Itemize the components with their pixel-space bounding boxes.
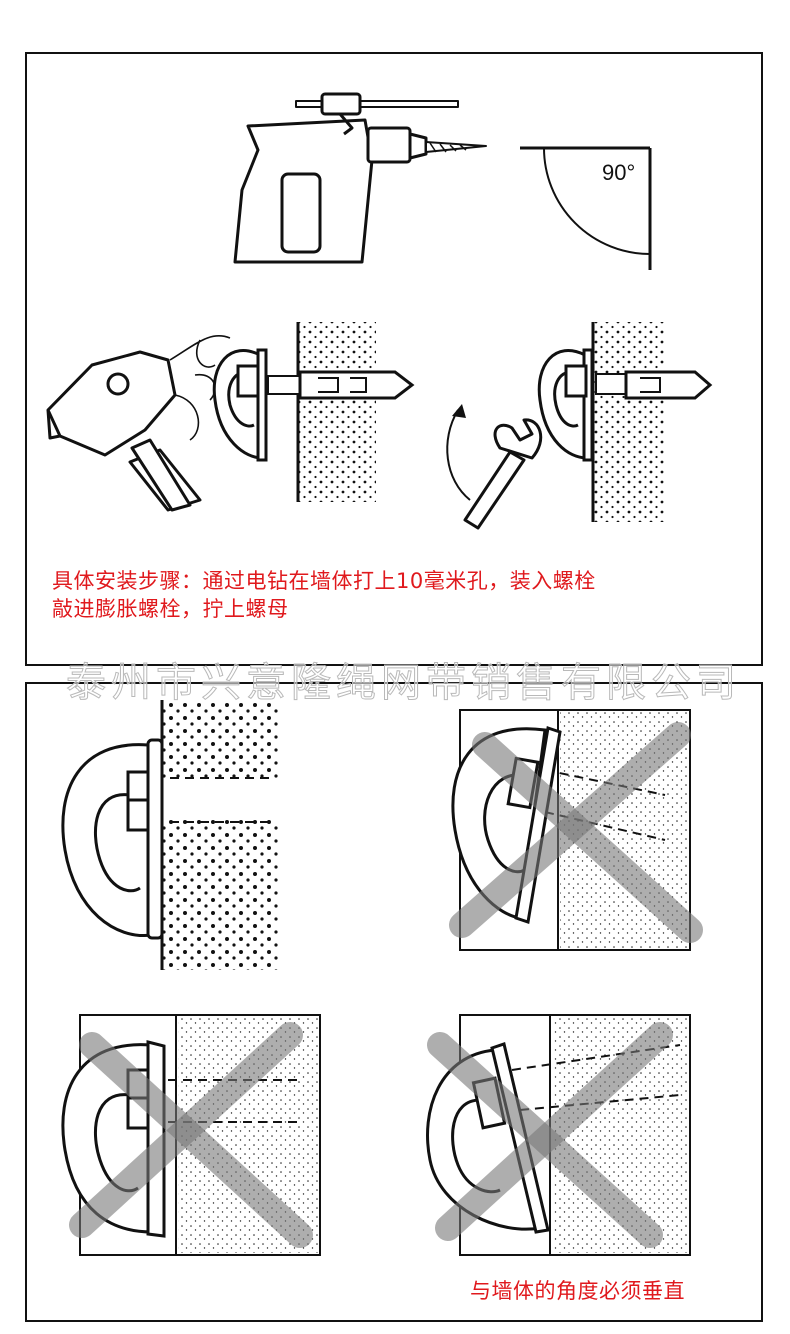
angle-requirement-caption: 与墙体的角度必须垂直 — [470, 1279, 685, 1303]
cross-mark-1 — [449, 722, 703, 943]
cross-mark-3 — [427, 1022, 673, 1248]
angle-label: 90° — [602, 160, 636, 185]
drill-illustration — [233, 92, 487, 264]
right-angle-indicator — [520, 146, 652, 270]
wall-section-left — [298, 322, 376, 502]
hammer-illustration — [46, 350, 202, 512]
wrench-illustration — [463, 418, 543, 530]
lashing-hook-left — [212, 348, 415, 462]
rotation-arrow — [446, 409, 471, 501]
lashing-hook-correct — [61, 738, 164, 940]
wall-section-right — [593, 322, 665, 522]
cross-mark-2 — [69, 1022, 313, 1248]
company-watermark: 泰州市兴意隆绳网带销售有限公司 — [66, 660, 741, 707]
installation-caption: 具体安装步骤：通过电钻在墙体打上10毫米孔，装入螺栓 敲进膨胀螺栓，拧上螺母 — [52, 567, 752, 623]
lashing-hook-right — [537, 348, 713, 462]
caption-line-1: 具体安装步骤：通过电钻在墙体打上10毫米孔，装入螺栓 — [52, 569, 596, 593]
caption-line-2: 敲进膨胀螺栓，拧上螺母 — [52, 597, 289, 621]
wall-correct — [162, 700, 280, 970]
